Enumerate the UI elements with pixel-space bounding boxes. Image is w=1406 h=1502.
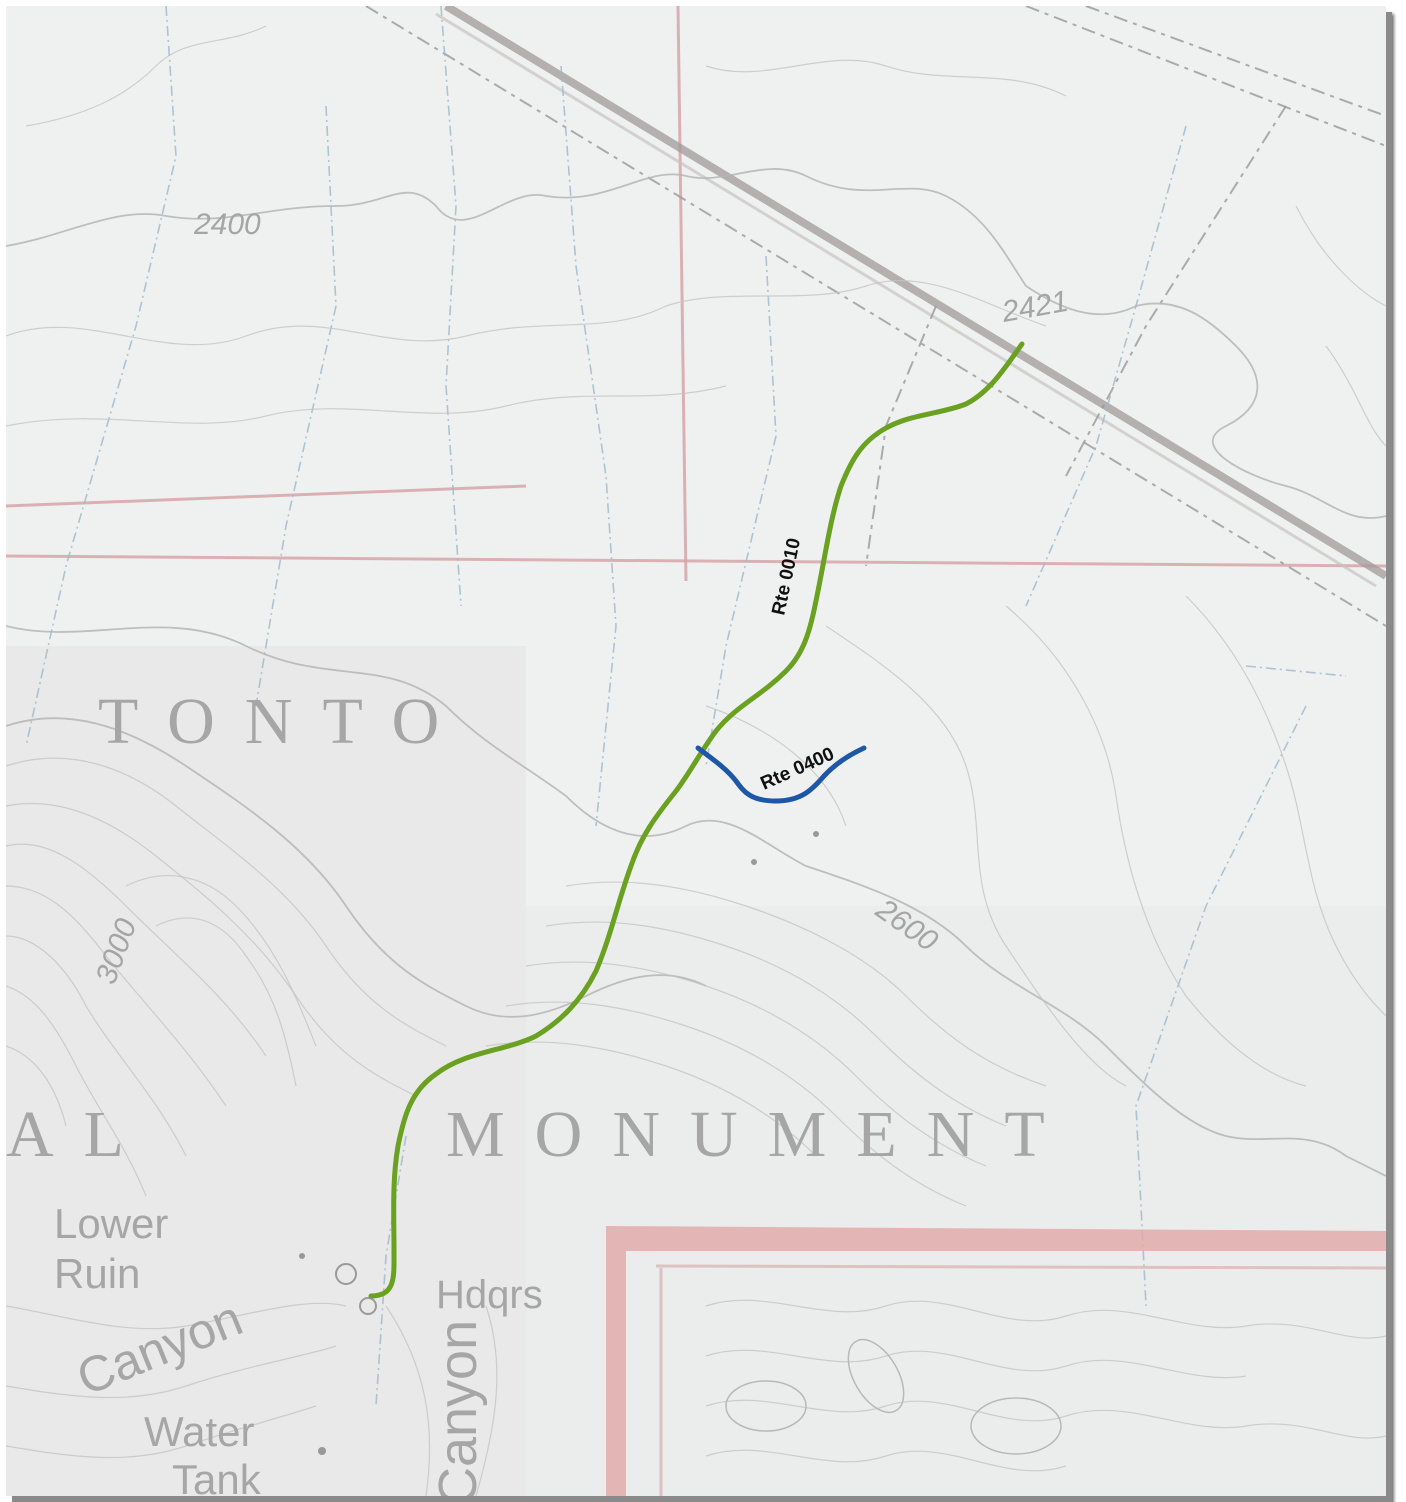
contour-label-2400: 2400 (193, 208, 261, 241)
label-hdqrs: Hdqrs (436, 1273, 543, 1317)
section-grid (6, 6, 1386, 582)
terrain-shade-east (526, 906, 1386, 1496)
label-canyon-vertical: Canyon (428, 1320, 488, 1496)
label-monument: MONUMENT (446, 1098, 1075, 1171)
spot-marks (299, 831, 819, 1455)
label-ruin: Ruin (54, 1250, 140, 1297)
contours-canyon (6, 1302, 498, 1496)
map-frame: TONTO AL MONUMENT Lower Ruin Hdqrs Canyo… (6, 6, 1386, 1496)
label-tank: Tank (172, 1456, 262, 1496)
contours-north (6, 25, 1386, 519)
label-water: Water (144, 1408, 254, 1455)
contours-mountain (6, 717, 1047, 1207)
monument-boundary (606, 1226, 1386, 1496)
railroad-line (435, 6, 1386, 588)
label-al: AL (6, 1098, 154, 1171)
route-0010-line[interactable] (368, 341, 1025, 1299)
contours-central (6, 595, 1386, 1177)
label-tonto: TONTO (98, 685, 469, 758)
topographic-map[interactable]: TONTO AL MONUMENT Lower Ruin Hdqrs Canyo… (6, 6, 1386, 1496)
route-0400-line[interactable] (695, 745, 867, 804)
label-lower: Lower (54, 1200, 168, 1247)
contours-south (705, 1299, 1386, 1472)
